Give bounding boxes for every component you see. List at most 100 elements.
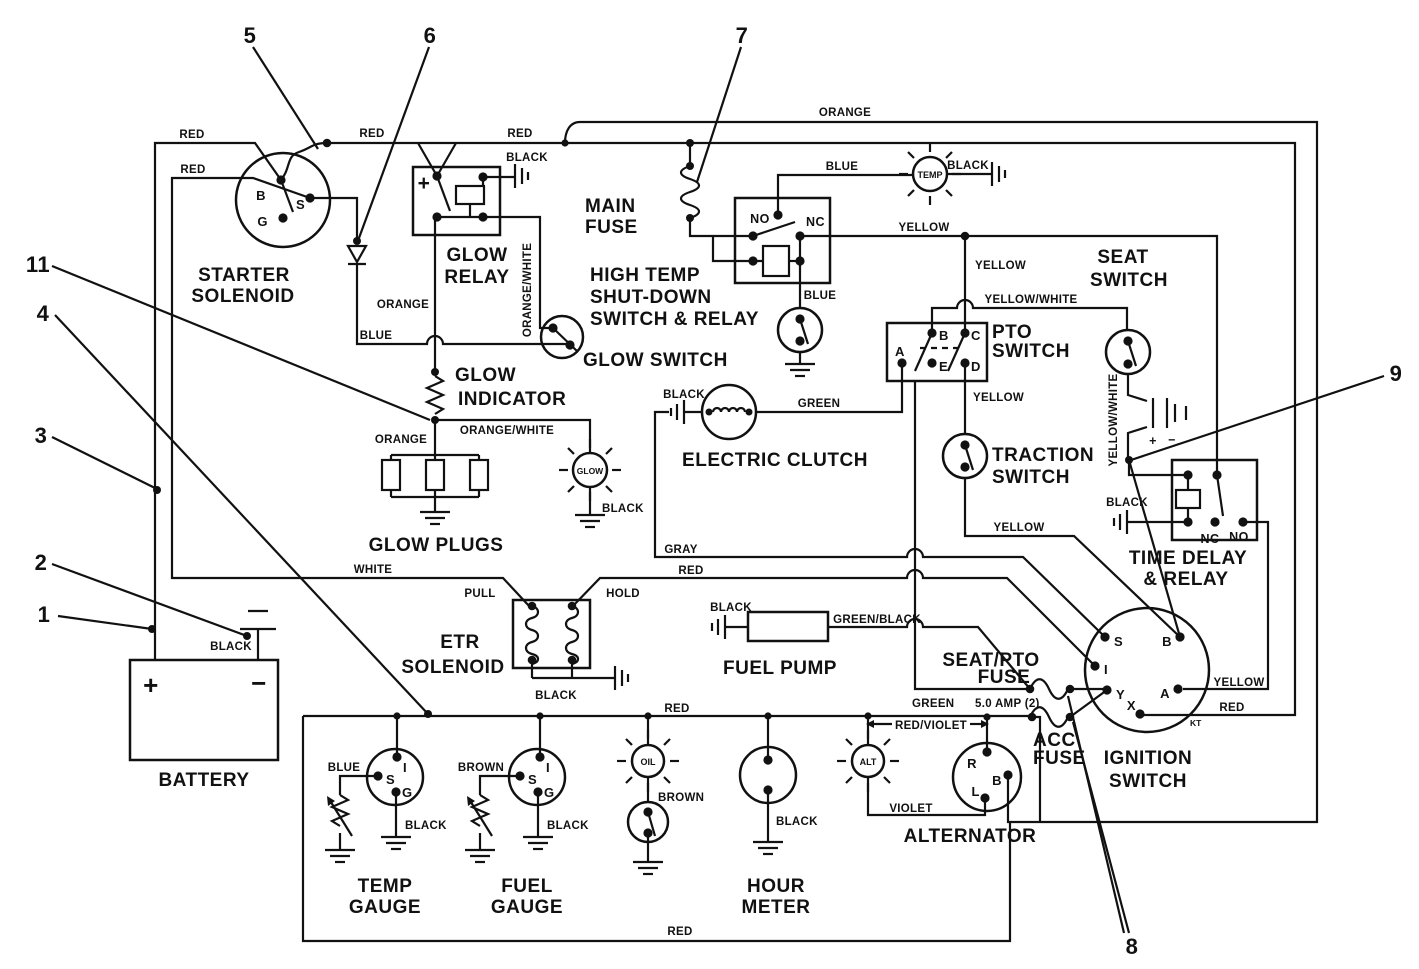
etr-hold-coil — [564, 604, 580, 666]
red-violet-label: RED/VIOLET — [895, 720, 967, 732]
pto-switch: A B C E D PTO SWITCH — [895, 322, 1069, 374]
callout-3-leader — [51, 436, 160, 491]
oil-switch-blade — [646, 811, 657, 837]
glow-plugs-ground-icon — [418, 510, 452, 526]
gray-label: GRAY — [664, 544, 697, 556]
fuel-gauge-terminal-g: G — [544, 785, 555, 800]
blue-label-coil: BLUE — [804, 290, 837, 302]
callout-11: 11 — [26, 252, 50, 277]
seat-pto-fuse-element — [1029, 678, 1069, 700]
glow-plug-1 — [380, 458, 402, 492]
callout-6-leader — [357, 46, 431, 239]
temp-gauge-black-label: BLACK — [405, 820, 447, 832]
oil-switch-body — [626, 800, 670, 844]
yellow-white-label-seat: YELLOW/WHITE — [984, 294, 1077, 306]
orange-white-vertical-label: ORANGE/WHITE — [522, 243, 534, 337]
wire-color-labels: RED RED RED RED ORANGE ORANGE ORANGE BLU… — [179, 107, 1264, 938]
time-delay-nc-label: NC — [1200, 532, 1219, 546]
callout-1-leader — [57, 614, 153, 631]
fuel-sender-resistor — [469, 794, 491, 827]
wire-red-battery-to-b — [153, 141, 282, 660]
seat-diode-minus: − — [1168, 433, 1176, 447]
high-temp-no-label: NO — [750, 212, 770, 226]
etr-hold-label: HOLD — [606, 588, 640, 600]
ignition-terminal-x: X — [1127, 698, 1136, 713]
battery-label: BATTERY — [158, 770, 249, 791]
temp-gauge-terminal-g: G — [402, 785, 413, 800]
glow-plug-3 — [468, 458, 490, 492]
traction-switch: TRACTION SWITCH — [941, 432, 1094, 488]
oil-ground-icon — [631, 860, 665, 876]
red-label-3: RED — [359, 128, 384, 140]
wire-green-clutch-to-pto-a — [756, 363, 904, 414]
alt-light: ALT — [835, 728, 901, 794]
wire-main-fuse-to-relay — [688, 218, 753, 238]
wire-yellow-nc-to-time-delay — [800, 234, 1219, 475]
alternator-terminal-l: L — [972, 784, 980, 799]
seat-switch-blade — [1126, 340, 1138, 367]
temp-light-body — [911, 155, 949, 193]
electric-clutch: BLACK ELECTRIC CLUTCH — [663, 383, 867, 471]
high-temp-switch-body — [776, 306, 824, 354]
starter-terminal-g: G — [257, 214, 268, 229]
oil-brown-label: BROWN — [658, 792, 704, 804]
ignition-terminal-a: A — [1160, 686, 1170, 701]
temp-sender-ground-icon — [323, 848, 357, 864]
orange-white-label: ORANGE/WHITE — [460, 425, 554, 437]
white-label: WHITE — [354, 564, 393, 576]
main-fuse-label-2: FUSE — [585, 217, 638, 238]
glow-light-black-label: BLACK — [602, 503, 644, 515]
wire-blue-temp-light — [776, 173, 913, 215]
acc-fuse: ACC FUSE — [1027, 712, 1085, 769]
red-violet-marker: RED/VIOLET — [866, 720, 989, 732]
blue-label-diode: BLUE — [360, 330, 393, 342]
hour-meter-ground-icon — [751, 840, 785, 856]
ignition-terminal-b: B — [1162, 634, 1172, 649]
ignition-label-1: IGNITION — [1104, 748, 1192, 769]
red-label-2: RED — [180, 164, 205, 176]
diode-symbol — [346, 244, 368, 266]
pto-switch-box — [885, 321, 989, 383]
callout-5: 5 — [244, 23, 257, 48]
orange-label-top: ORANGE — [819, 107, 871, 119]
component-boxes — [128, 165, 1259, 762]
oil-light-body — [630, 743, 666, 779]
wire-red-gauge-box — [301, 716, 1012, 943]
diode — [346, 237, 368, 266]
alternator-terminal-r: R — [967, 756, 977, 771]
fuel-gauge-terminal-i: I — [546, 760, 550, 775]
wire-seat-to-diode-pack — [1126, 374, 1148, 403]
wire-red-dip-glow-relay — [417, 142, 457, 177]
red-label-mid: RED — [678, 565, 703, 577]
fuel-pump-box — [746, 610, 830, 643]
callout-6: 6 — [424, 23, 437, 48]
starter-solenoid-body — [234, 151, 332, 249]
ignition-terminal-s: S — [1114, 634, 1123, 649]
starter-terminal-b: B — [256, 188, 266, 203]
green-label-clutch: GREEN — [798, 398, 840, 410]
battery-plus: + — [143, 670, 159, 700]
temp-sender-arrowhead — [327, 796, 335, 806]
time-delay-blade — [1215, 474, 1225, 517]
temp-gauge-label-2: GAUGE — [349, 897, 421, 918]
seat-diode-plus: + — [1149, 434, 1157, 448]
callout-2: 2 — [35, 550, 48, 575]
glow-relay-ground-connector-icon — [513, 162, 530, 190]
acc-fuse-element — [1029, 706, 1069, 728]
glow-switch-label: GLOW SWITCH — [583, 350, 728, 371]
wire-green-black-pump-to-fuse — [828, 617, 1031, 690]
glow-light: GLOW BLACK — [557, 437, 644, 529]
electric-clutch-coil — [711, 406, 747, 413]
callout-4-leader — [54, 314, 429, 715]
ignition-terminal-y: Y — [1116, 687, 1125, 702]
glow-plug-2 — [424, 458, 446, 492]
fuse-rating-label: 5.0 AMP (2) — [975, 698, 1040, 710]
electric-clutch-body — [700, 383, 758, 441]
temp-gauge-terminal-s: S — [386, 772, 395, 787]
fuel-gauge: I S G BROWN BLACK FUEL GAUGE — [458, 747, 589, 918]
fuel-sender-arrow — [468, 798, 493, 837]
temp-sender-arrow — [328, 798, 353, 837]
wire-orange-loop — [563, 120, 1319, 824]
hour-meter-label-2: METER — [742, 897, 811, 918]
